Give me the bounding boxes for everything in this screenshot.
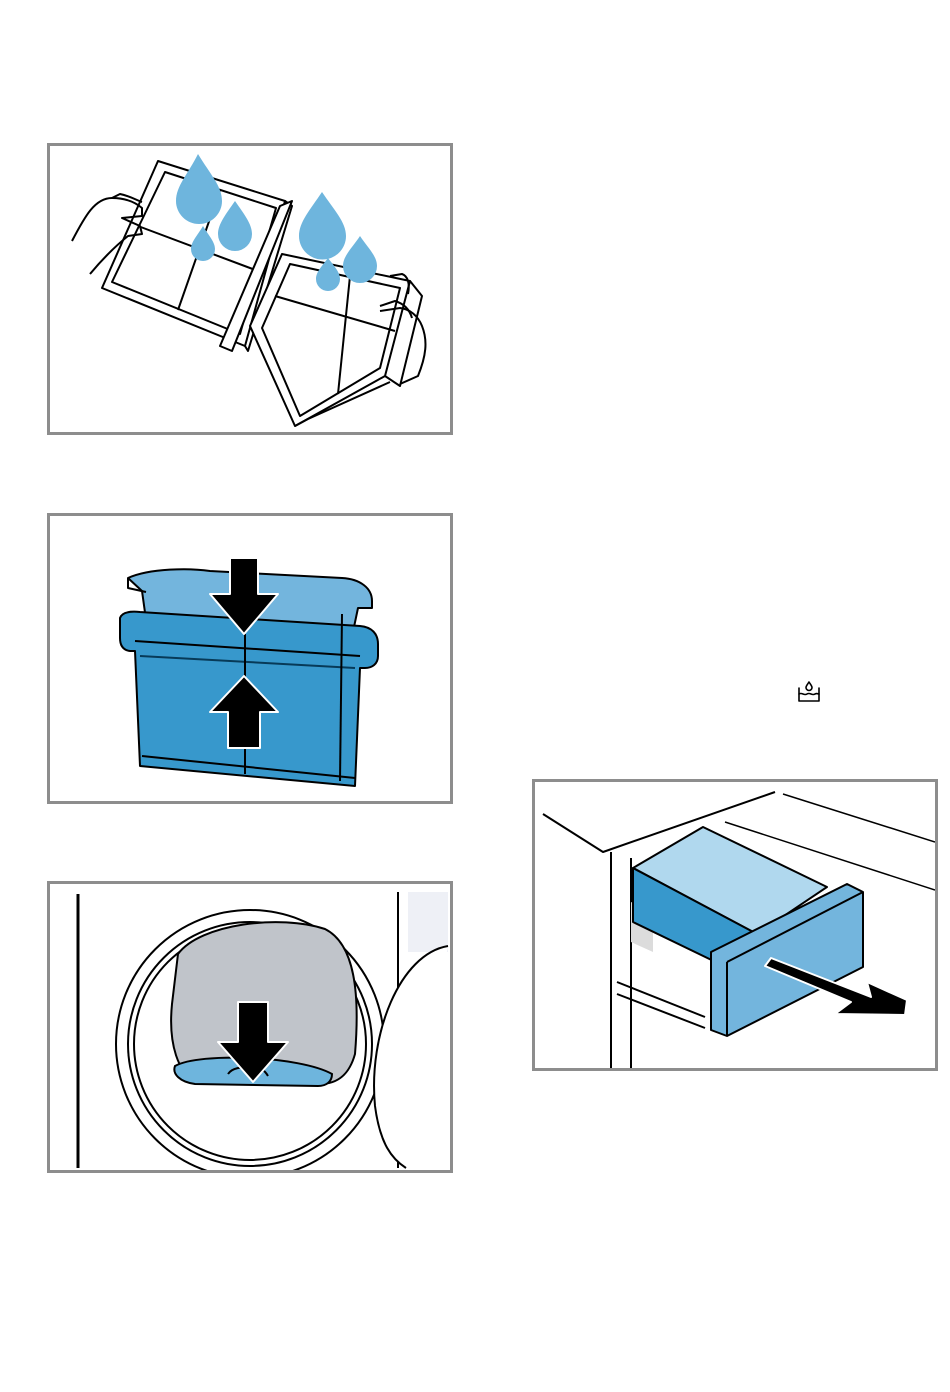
filter-assembly-arrows-icon: [50, 516, 450, 801]
figure-pull-container: [532, 779, 938, 1071]
figure-wash-filters: [47, 143, 453, 435]
figure-insert-filter: [47, 881, 453, 1173]
filter-insert-door-icon: [50, 884, 450, 1170]
water-drops-filter-icon: [50, 146, 450, 432]
water-container-drawer-icon: [535, 782, 935, 1068]
figure-assemble-filter: [47, 513, 453, 804]
empty-condenser-container-icon: [796, 680, 822, 704]
